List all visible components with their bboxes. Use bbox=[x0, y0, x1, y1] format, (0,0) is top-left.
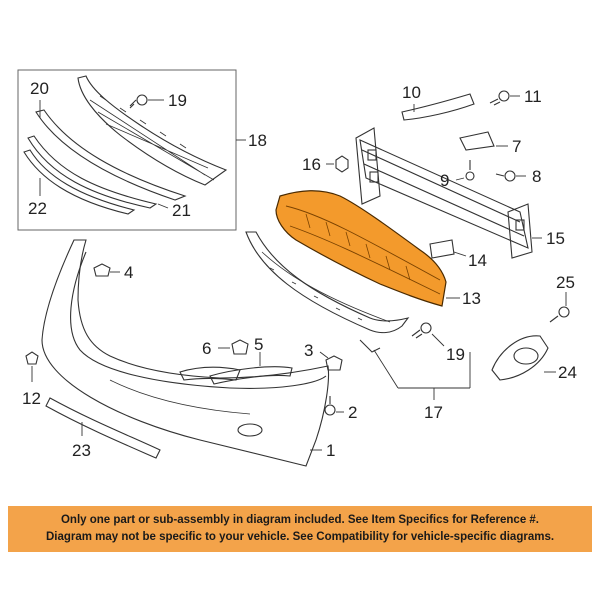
callout-22: 22 bbox=[28, 199, 47, 218]
upper-grille bbox=[77, 75, 228, 186]
nut-16 bbox=[326, 155, 349, 173]
callout-1: 1 bbox=[326, 441, 335, 460]
clip-6 bbox=[218, 339, 249, 355]
callout-21: 21 bbox=[172, 201, 191, 220]
callout-9: 9 bbox=[440, 171, 449, 190]
callout-23: 23 bbox=[72, 441, 91, 460]
callout-14: 14 bbox=[468, 251, 487, 270]
bolt-11 bbox=[489, 90, 520, 106]
callout-25: 25 bbox=[556, 273, 575, 292]
callout-7: 7 bbox=[512, 137, 521, 156]
callout-24: 24 bbox=[558, 363, 577, 382]
callout-2: 2 bbox=[348, 403, 357, 422]
bolt-9 bbox=[455, 160, 475, 181]
pad-14 bbox=[429, 239, 467, 259]
lower-strip bbox=[45, 397, 161, 459]
grille-assembly-box bbox=[17, 69, 237, 231]
callout-10: 10 bbox=[402, 83, 421, 102]
callout-16: 16 bbox=[302, 155, 321, 174]
callout-8: 8 bbox=[532, 167, 541, 186]
bracket-10 bbox=[401, 93, 475, 121]
bumper-reinforcement bbox=[355, 127, 542, 259]
disclaimer-line-1: Only one part or sub-assembly in diagram… bbox=[60, 514, 540, 526]
callout-3: 3 bbox=[304, 341, 313, 360]
disclaimer-banner: Only one part or sub-assembly in diagram… bbox=[8, 506, 592, 552]
disclaimer-line-2: Diagram may not be specific to your vehi… bbox=[45, 531, 555, 543]
callout-12: 12 bbox=[22, 389, 41, 408]
clip-3 bbox=[319, 351, 343, 371]
bolt-19-lower bbox=[411, 322, 445, 347]
callout-11: 11 bbox=[524, 87, 542, 106]
callout-5: 5 bbox=[254, 335, 263, 354]
callout-19-upper: 19 bbox=[168, 91, 187, 110]
callout-19-lower: 19 bbox=[446, 345, 465, 364]
lower-grille bbox=[245, 231, 471, 400]
screw-2 bbox=[324, 396, 344, 416]
fog-lamp-cover bbox=[491, 335, 556, 381]
bumper-cover bbox=[41, 239, 329, 467]
callout-18: 18 bbox=[248, 131, 267, 150]
callout-17: 17 bbox=[424, 403, 443, 422]
clip-12 bbox=[25, 351, 39, 382]
bracket-7 bbox=[459, 131, 495, 151]
callout-13: 13 bbox=[462, 289, 481, 308]
callout-4: 4 bbox=[124, 263, 133, 282]
clip-4 bbox=[93, 263, 120, 277]
screw-25 bbox=[549, 292, 570, 323]
callout-15: 15 bbox=[546, 229, 565, 248]
bolt-8 bbox=[495, 170, 526, 182]
callout-6: 6 bbox=[202, 339, 211, 358]
lower-grille-strips bbox=[23, 109, 187, 215]
callout-20: 20 bbox=[30, 79, 49, 98]
bolt-19-upper bbox=[129, 94, 164, 109]
energy-absorber bbox=[275, 190, 460, 307]
